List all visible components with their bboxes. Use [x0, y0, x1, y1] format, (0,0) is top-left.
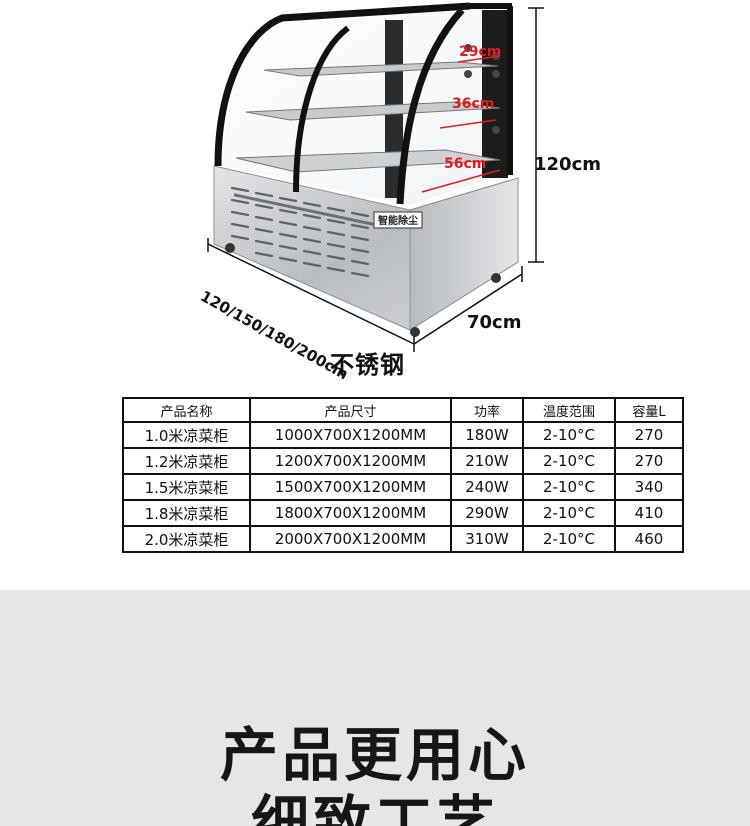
- header-product-size: 产品尺寸: [249, 397, 452, 423]
- cell-capacity: 270: [614, 421, 684, 449]
- cell-power: 210W: [450, 447, 524, 475]
- cell-capacity: 270: [614, 447, 684, 475]
- slogan-section: 产品更用心 细致工艺: [0, 590, 750, 826]
- cell-product-size: 1200X700X1200MM: [249, 447, 452, 475]
- header-product-name: 产品名称: [122, 397, 251, 423]
- cell-capacity: 460: [614, 525, 684, 553]
- display-cabinet-illustration: 智能除尘: [207, 2, 544, 352]
- slogan-line-2: 细致工艺: [250, 789, 499, 826]
- brand-badge-text: 智能除尘: [378, 214, 418, 227]
- product-spec-section: 智能除尘: [122, 2, 684, 553]
- cabinet-base: [213, 165, 519, 337]
- material-label: 不锈钢: [330, 351, 405, 379]
- cell-product-name: 2.0米凉菜柜: [122, 525, 251, 553]
- cell-product-name: 1.5米凉菜柜: [122, 473, 251, 501]
- dimension-lines: [207, 7, 544, 352]
- cell-power: 240W: [450, 473, 524, 501]
- table-row: 2.0米凉菜柜 2000X700X1200MM 310W 2-10°C 460: [122, 525, 684, 553]
- cell-power: 290W: [450, 499, 524, 527]
- shelf-depth-middle-label: 36cm: [452, 96, 495, 112]
- table-row: 1.0米凉菜柜 1000X700X1200MM 180W 2-10°C 270: [122, 421, 684, 449]
- cell-product-name: 1.8米凉菜柜: [122, 499, 251, 527]
- header-power: 功率: [450, 397, 524, 423]
- shelf-depth-top-label: 29cm: [459, 44, 502, 60]
- cell-temperature-range: 2-10°C: [522, 421, 616, 449]
- table-row: 1.5米凉菜柜 1500X700X1200MM 240W 2-10°C 340: [122, 473, 684, 501]
- height-label: 120cm: [534, 154, 601, 175]
- cell-temperature-range: 2-10°C: [522, 499, 616, 527]
- cell-product-name: 1.2米凉菜柜: [122, 447, 251, 475]
- cell-product-size: 2000X700X1200MM: [249, 525, 452, 553]
- shelf-depth-guides: [421, 55, 501, 193]
- cell-product-size: 1000X700X1200MM: [249, 421, 452, 449]
- cell-product-size: 1800X700X1200MM: [249, 499, 452, 527]
- depth-label: 70cm: [467, 312, 522, 333]
- cell-product-name: 1.0米凉菜柜: [122, 421, 251, 449]
- spec-table: 产品名称 产品尺寸 功率 温度范围 容量L 1.0米凉菜柜 1000X700X1…: [122, 397, 684, 553]
- header-capacity: 容量L: [614, 397, 684, 423]
- cell-product-size: 1500X700X1200MM: [249, 473, 452, 501]
- header-temperature-range: 温度范围: [522, 397, 616, 423]
- brand-badge: [373, 211, 423, 229]
- spec-table-header: 产品名称 产品尺寸 功率 温度范围 容量L: [122, 397, 684, 423]
- cell-temperature-range: 2-10°C: [522, 447, 616, 475]
- cell-power: 180W: [450, 421, 524, 449]
- table-row: 1.8米凉菜柜 1800X700X1200MM 290W 2-10°C 410: [122, 499, 684, 527]
- glass-canopy: [214, 2, 513, 205]
- slogan-line-1: 产品更用心: [219, 721, 530, 789]
- cell-temperature-range: 2-10°C: [522, 525, 616, 553]
- cell-temperature-range: 2-10°C: [522, 473, 616, 501]
- cell-capacity: 410: [614, 499, 684, 527]
- cell-power: 310W: [450, 525, 524, 553]
- table-row: 1.2米凉菜柜 1200X700X1200MM 210W 2-10°C 270: [122, 447, 684, 475]
- shelf-depth-bottom-label: 56cm: [444, 156, 487, 172]
- cell-capacity: 340: [614, 473, 684, 501]
